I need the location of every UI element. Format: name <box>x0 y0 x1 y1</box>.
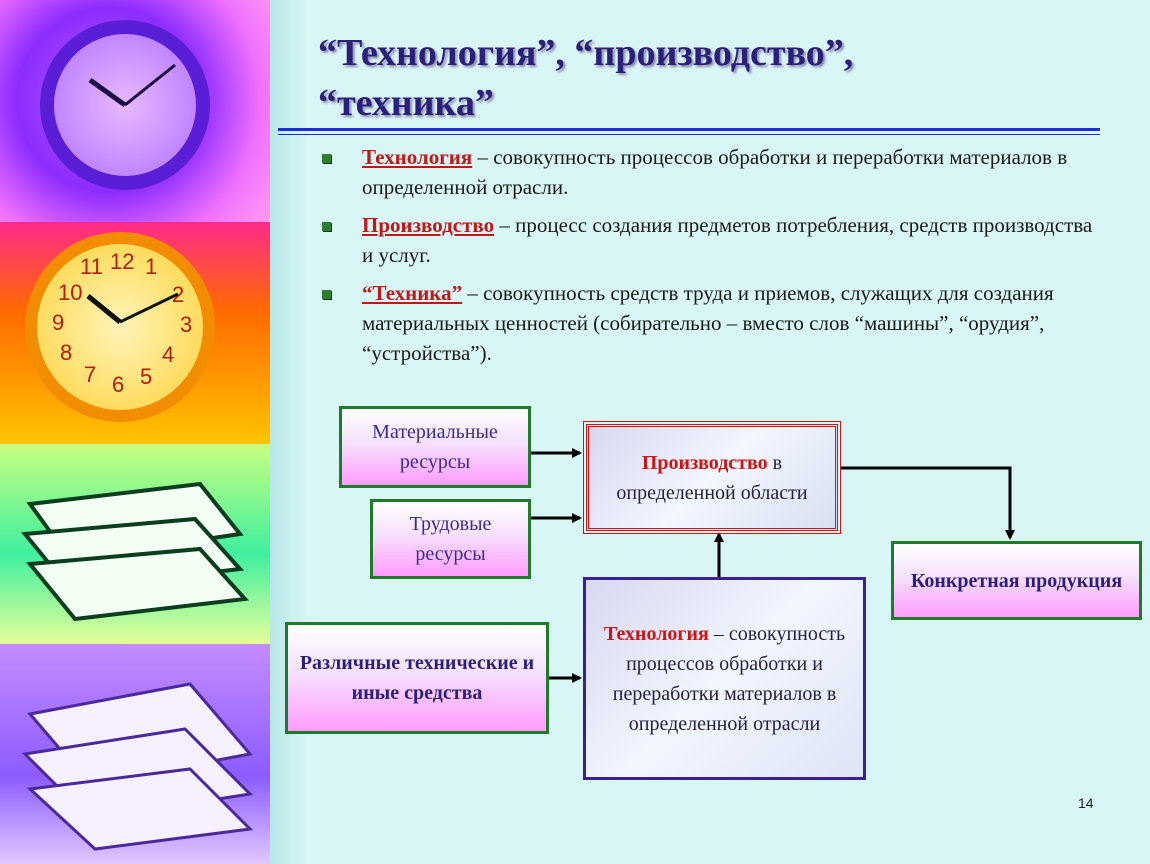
svg-text:9: 9 <box>52 310 64 335</box>
labor-resources-label: Трудовые ресурсы <box>409 513 492 565</box>
technology-rest: – совокупность процессов обработки и пер… <box>612 622 846 735</box>
output-label: Конкретная продукция <box>910 569 1123 592</box>
title-line-1: “Технология”, “производство”, <box>318 32 854 74</box>
definition-text: – совокупность средств труда и приемов, … <box>362 281 1054 365</box>
page-number: 14 <box>1078 795 1094 811</box>
svg-text:10: 10 <box>58 280 82 305</box>
definition-list: Технология – совокупность процессов обра… <box>318 142 1098 376</box>
bullet-icon <box>322 154 331 163</box>
term-technique: “Техника” <box>362 281 463 305</box>
papers-image-purple <box>0 644 270 864</box>
technology-box: Технология – совокупность процессов обра… <box>583 577 866 780</box>
svg-text:5: 5 <box>140 364 152 389</box>
term-production: Производство <box>362 213 495 237</box>
production-rest: в определенной области <box>616 451 808 504</box>
definition-item-technique: “Техника” – совокупность средств труда и… <box>318 278 1098 368</box>
svg-text:1: 1 <box>145 254 157 279</box>
svg-text:12: 12 <box>110 249 134 274</box>
svg-text:6: 6 <box>112 372 124 397</box>
tools-label: Различные технические и иные средства <box>299 652 535 704</box>
definition-text: – процесс создания предметов потребления… <box>362 213 1093 267</box>
production-box: Производство в определенной области <box>583 421 841 534</box>
bullet-icon <box>322 222 331 231</box>
svg-text:7: 7 <box>84 362 96 387</box>
svg-text:3: 3 <box>180 312 192 337</box>
output-box: Конкретная продукция <box>891 541 1142 620</box>
title-line-2: “техника” <box>318 82 494 124</box>
clock-image-purple <box>0 0 270 222</box>
svg-text:4: 4 <box>162 342 174 367</box>
technology-term: Технология <box>603 622 709 645</box>
definition-item-technology: Технология – совокупность процессов обра… <box>318 142 1098 202</box>
arrow-production-to-output <box>840 466 1015 540</box>
production-text: Производство в определенной области <box>603 448 821 508</box>
slide-title: “Технология”, “производство”, “техника” <box>318 28 1098 128</box>
definition-item-production: Производство – процесс создания предмето… <box>318 210 1098 270</box>
title-underline-thin <box>278 134 1100 135</box>
material-resources-box: Материальные ресурсы <box>339 406 531 488</box>
labor-resources-box: Трудовые ресурсы <box>370 499 531 579</box>
material-resources-label: Материальные ресурсы <box>372 421 498 473</box>
technology-text: Технология – совокупность процессов обра… <box>598 619 851 739</box>
title-underline <box>278 128 1100 131</box>
definition-text: – совокупность процессов обработки и пер… <box>362 145 1068 199</box>
term-technology: Технология <box>362 145 473 169</box>
tools-box: Различные технические и иные средства <box>285 622 549 734</box>
production-term: Производство <box>641 451 768 474</box>
books-image-green <box>0 444 270 644</box>
svg-text:11: 11 <box>80 254 103 279</box>
svg-text:8: 8 <box>60 340 72 365</box>
bullet-icon <box>322 290 331 299</box>
